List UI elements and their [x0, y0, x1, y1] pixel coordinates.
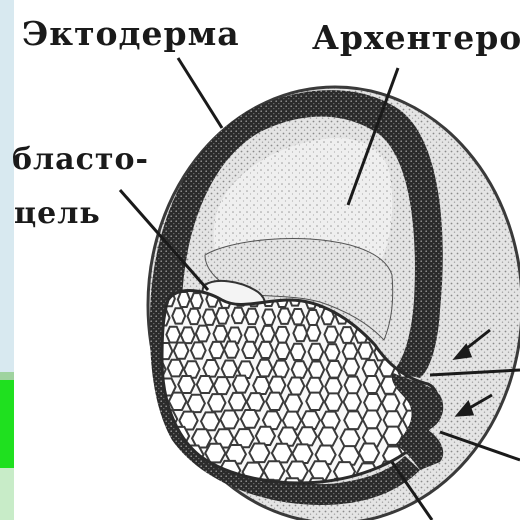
yolk-cell: [325, 344, 340, 360]
yolk-cell: [344, 411, 362, 429]
yolk-cell: [340, 327, 354, 343]
yolk-cell: [288, 377, 305, 394]
yolk-cell: [178, 292, 190, 307]
yolk-cell: [191, 342, 206, 358]
yolk-cell: [233, 376, 250, 393]
yolk-cell: [340, 429, 359, 447]
yolk-cell: [278, 308, 291, 323]
yolk-cell: [344, 393, 361, 410]
yolk-cell: [358, 343, 373, 359]
yolk-cell: [224, 342, 239, 358]
blastocoel-label-line2: цель: [14, 196, 101, 231]
yolk-cell: [298, 427, 317, 445]
yolk-cell: [326, 361, 342, 378]
yolk-cell: [269, 377, 286, 394]
yolk-cell: [264, 461, 285, 480]
yolk-cell: [191, 293, 203, 308]
yolk-cell: [306, 310, 319, 325]
yolk-cell: [208, 394, 225, 411]
yolk-cell: [245, 309, 258, 324]
yolk-cell: [257, 360, 273, 377]
yolk-cell: [169, 393, 186, 410]
yolk-cell: [214, 377, 231, 394]
yolk-cell: [178, 376, 195, 393]
yolk-cell: [232, 308, 245, 323]
yolk-cell: [201, 412, 219, 430]
yolk-cell: [448, 480, 470, 499]
yolk-cell: [168, 360, 184, 377]
yolk-cell: [197, 376, 214, 393]
yolk-cell: [275, 327, 289, 343]
yolk-cell: [166, 327, 180, 343]
yolk-cell: [181, 327, 195, 343]
yolk-cell: [172, 308, 185, 323]
yolk-cell: [345, 377, 362, 394]
yolk-cell: [293, 325, 307, 341]
yolk-cell: [292, 361, 308, 378]
yolk-cell: [220, 411, 238, 429]
yolk-cell: [187, 395, 204, 412]
yolk-cell: [261, 326, 275, 342]
yolk-cell: [262, 309, 275, 324]
yolk-cell: [364, 394, 381, 411]
yolk-cell: [229, 393, 246, 410]
yolk-cell: [325, 393, 342, 410]
yolk-cell: [203, 309, 216, 324]
yolk-cell: [213, 326, 227, 342]
yolk-cell: [363, 360, 379, 377]
yolk-cell: [285, 395, 302, 412]
yolk-cell: [150, 461, 171, 480]
yolk-cell: [307, 325, 321, 341]
yolk-cell: [209, 342, 224, 358]
yolk-cell: [382, 394, 399, 411]
yolk-cell: [324, 327, 338, 343]
yolk-cell: [241, 410, 259, 428]
yolk-cell: [272, 444, 292, 463]
yolk-cell: [306, 393, 323, 410]
blastocoel-label-line1: бласто-: [12, 142, 149, 177]
yolk-cell: [245, 327, 259, 343]
yolk-cell: [256, 427, 275, 445]
yolk-cell: [174, 343, 189, 359]
yolk-cell: [343, 359, 359, 376]
yolk-cell: [247, 393, 264, 410]
ectoderm-label: Эктодерма: [22, 14, 240, 53]
archenteron-label: Архентеро: [312, 18, 520, 57]
yolk-cell: [173, 462, 194, 481]
yolk-cell: [161, 479, 183, 498]
yolk-cell: [222, 361, 238, 378]
yolk-cell: [196, 326, 210, 342]
yolk-cell: [188, 309, 201, 324]
yolk-cell: [150, 428, 169, 446]
yolk-cell: [249, 444, 269, 463]
yolk-cell: [343, 343, 358, 359]
yolk-cell: [266, 393, 283, 410]
yolk-cell: [275, 343, 290, 359]
yolk-cell: [216, 308, 229, 323]
yolk-cell: [318, 428, 337, 446]
yolk-cell: [258, 342, 273, 358]
yolk-cell: [273, 361, 289, 378]
yolk-cell: [359, 444, 379, 463]
yolk-cell: [203, 360, 219, 377]
yolk-cell: [242, 342, 257, 358]
yolk-cell: [290, 344, 305, 360]
yolk-cell: [292, 444, 312, 463]
yolk-cell: [205, 444, 225, 463]
yolk-cell: [291, 309, 304, 324]
yolk-cell: [309, 344, 324, 360]
yolk-cell: [364, 376, 381, 393]
yolk-cell: [363, 411, 381, 429]
yolk-cell: [185, 480, 207, 499]
yolk-cell: [253, 377, 270, 394]
yolk-cell: [309, 361, 325, 378]
